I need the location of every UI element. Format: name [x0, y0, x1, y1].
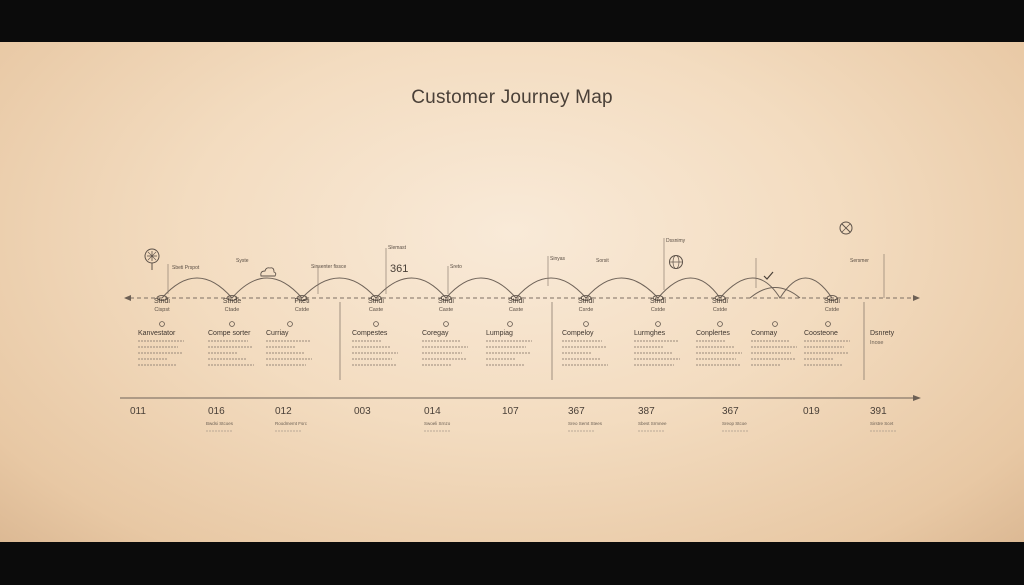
stage-marker	[826, 295, 838, 301]
timeline-label: 387	[638, 406, 655, 417]
timeline-label: 107	[502, 406, 519, 417]
big-callout: 361	[390, 263, 408, 275]
phase-label: Lumpiag	[486, 330, 513, 337]
stage-sublabel: Csrde	[579, 307, 594, 313]
phase-label: Compestes	[352, 330, 388, 337]
journey-diagram: Sbeti Prspot Syste Sinsenter fissce Slem…	[120, 221, 921, 432]
timeline-label: 012	[275, 406, 292, 417]
stage-marker	[226, 295, 238, 301]
phase-label: Lurmghes	[634, 330, 666, 337]
callout-text: Sinyas	[550, 256, 566, 262]
journey-axis-right-arrow	[913, 295, 920, 301]
stage-marker	[440, 295, 452, 301]
page-title: Customer Journey Map	[411, 87, 613, 108]
phase-marker	[717, 321, 723, 327]
journey-wave-curve	[161, 277, 833, 299]
stage-label: Stnde	[223, 298, 241, 305]
timeline-label: 019	[803, 406, 820, 417]
timeline-note: Roodmemt Fsrc	[275, 421, 308, 426]
journey-axis-left-arrow	[124, 295, 131, 301]
stage-label: Stndi	[438, 298, 454, 305]
stage-sublabel: Caste	[369, 307, 383, 313]
stage-label: Stndi	[578, 298, 594, 305]
callout-text: Dssnimy	[666, 238, 686, 244]
phase-marker	[229, 321, 235, 327]
no-entry-icon	[839, 221, 853, 235]
stage-label: Stndi	[650, 298, 666, 305]
phase-label: Coosteone	[804, 330, 838, 337]
callout-text: Sbeti Prspot	[172, 265, 200, 271]
stage-sublabel: Cstde	[713, 307, 727, 313]
callout-text: Sorsit	[596, 258, 609, 264]
stage-sublabel: Cispst	[154, 307, 170, 313]
phase-marker	[287, 321, 293, 327]
phase-label: Conplertes	[696, 330, 730, 337]
stage-sublabel: Cstde	[651, 307, 665, 313]
timeline-axis-arrow	[913, 395, 921, 401]
callout-text: Sreto	[450, 264, 462, 270]
phase-label: Compe sorter	[208, 330, 251, 337]
phase-marker	[507, 321, 513, 327]
timeline-label: 016	[208, 406, 225, 417]
phase-marker	[159, 321, 165, 327]
ferris-wheel-icon	[144, 248, 160, 270]
stage-label: Stndi	[368, 298, 384, 305]
stage-marker	[714, 295, 726, 301]
phase-label: Compeloy	[562, 330, 594, 337]
callout-text: Sersmer	[850, 258, 869, 264]
timeline-note: Sreop Stcoe	[722, 421, 747, 426]
timeline-note: Sirstre Scet	[870, 421, 894, 426]
callout-text: Syste	[236, 258, 249, 264]
phase-marker	[655, 321, 661, 327]
phase-label: Coregay	[422, 330, 449, 337]
phase-marker	[443, 321, 449, 327]
phase-label: Curriay	[266, 330, 289, 337]
stage-sublabel: Cstde	[825, 307, 839, 313]
stage-sublabel: Cstde	[295, 307, 309, 313]
stage-marker	[156, 295, 168, 301]
phase-marker	[825, 321, 831, 327]
timeline-label: 011	[130, 406, 146, 417]
stage-label: Fiteti	[294, 298, 310, 305]
stage-sublabel: Caste	[439, 307, 453, 313]
phase-hint: Inose	[870, 340, 883, 346]
globe-icon	[669, 255, 683, 269]
stage-marker	[510, 295, 522, 301]
phase-label: Dsnrety	[870, 330, 895, 337]
stage-marker	[580, 295, 592, 301]
callout-text: Slemast	[388, 245, 407, 251]
callout-text: Sinsenter fissce	[311, 264, 347, 270]
stage-label: Stndi	[712, 298, 728, 305]
journey-map-poster: Customer Journey Map	[0, 42, 1024, 542]
timeline-note: Bwdsi Stcoes	[206, 421, 234, 426]
timeline-note: Sbest Srmnee	[638, 421, 667, 426]
checkmark-icon	[763, 271, 774, 280]
journey-dip-curve	[749, 287, 801, 299]
stage-label: Stndi	[154, 298, 170, 305]
timeline-label: 391	[870, 406, 887, 417]
timeline-label: 367	[568, 406, 585, 417]
stage-marker	[652, 295, 664, 301]
phase-label: Kanvestator	[138, 330, 176, 337]
stage-marker	[370, 295, 382, 301]
stage-marker	[296, 295, 308, 301]
stage-label: Stndi	[824, 298, 840, 305]
phase-label: Conmay	[751, 330, 778, 337]
cloud-icon	[260, 267, 277, 277]
timeline-note: Sreo Semt Stees	[568, 421, 603, 426]
phase-marker	[373, 321, 379, 327]
stage-sublabel: Caste	[509, 307, 523, 313]
timeline-label: 014	[424, 406, 441, 417]
phase-marker	[583, 321, 589, 327]
stage-label: Stndi	[508, 298, 524, 305]
stage-sublabel: Ctade	[225, 307, 240, 313]
timeline-label: 003	[354, 406, 371, 417]
phase-marker	[772, 321, 778, 327]
timeline-note: Swoeli Srnzo	[424, 421, 451, 426]
timeline-label: 367	[722, 406, 739, 417]
